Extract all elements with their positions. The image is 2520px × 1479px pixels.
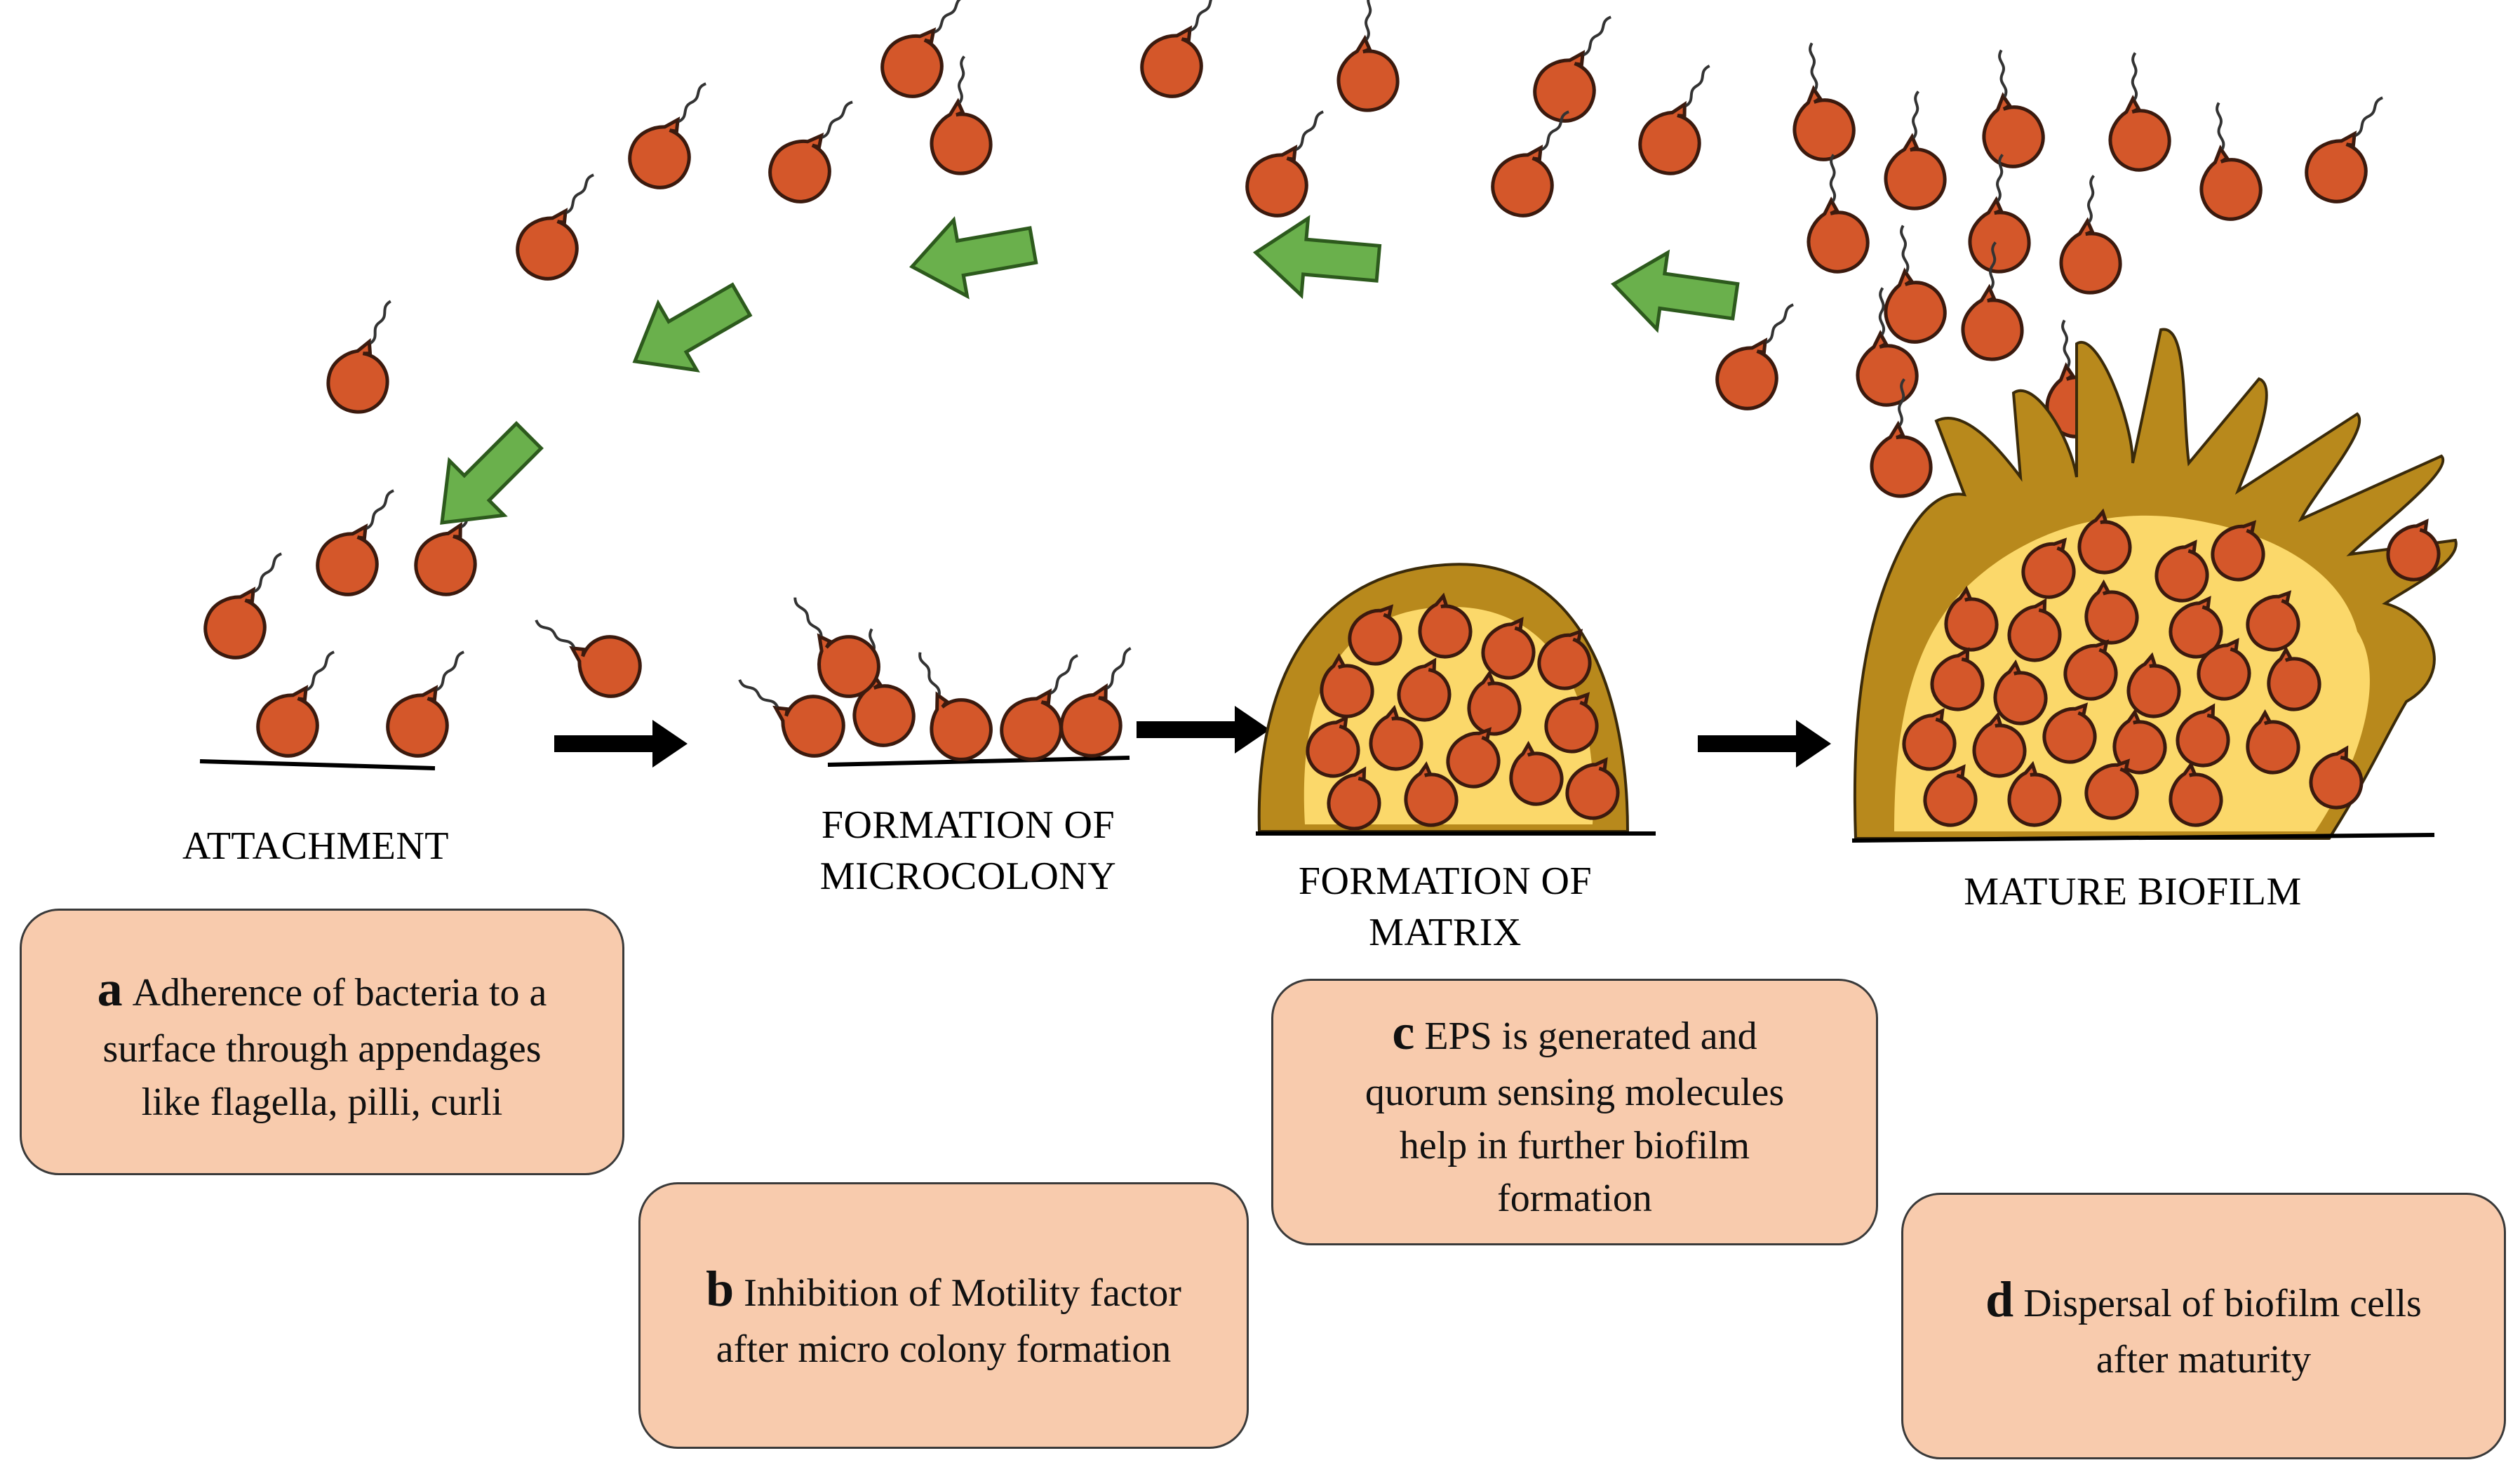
stage-label-attachment: ATTACHMENT — [182, 824, 450, 868]
stage-label-microcolony: FORMATION OF MICROCOLONY — [819, 803, 1117, 898]
green-arrow-icon — [415, 408, 556, 550]
attachment-illustration — [199, 610, 648, 770]
box-letter-a: a — [97, 960, 123, 1017]
black-arrow-icon — [1698, 720, 1831, 768]
box-letter-b: b — [706, 1260, 735, 1317]
box-letter-d: d — [1985, 1271, 2014, 1327]
box-letter-c: c — [1392, 1004, 1415, 1061]
stage-label-mature-biofilm: MATURE BIOFILM — [1964, 870, 2302, 914]
green-arrow-icon — [1252, 214, 1381, 302]
green-arrow-icon — [616, 267, 761, 395]
mature-biofilm-illustration — [1851, 328, 2458, 843]
dispersal-arrows — [415, 207, 1741, 549]
green-arrow-icon — [1608, 246, 1741, 340]
green-arrow-icon — [905, 207, 1039, 304]
microcolony-illustration — [723, 589, 1141, 771]
black-arrow-icon — [554, 720, 688, 768]
stage-label-matrix: FORMATION OF MATRIX — [1298, 859, 1593, 954]
black-arrow-icon — [1137, 706, 1270, 754]
matrix-illustration — [1256, 563, 1656, 836]
